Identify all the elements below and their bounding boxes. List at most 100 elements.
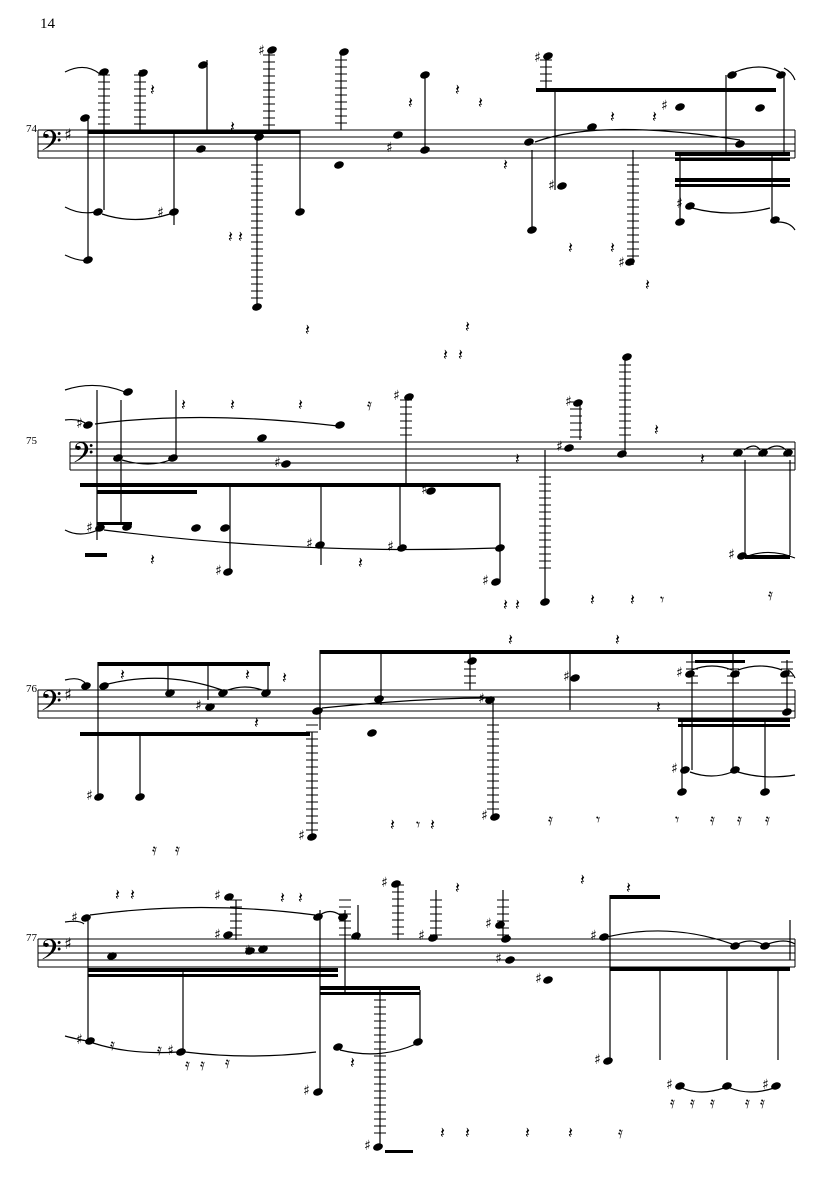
rest-icon: 𝄽 [298,888,303,907]
rest-icon: 𝄽 [568,1123,573,1142]
rest-icon: 𝄽 [590,590,595,609]
rest-icon: 𝄽 [455,80,460,99]
sharp-icon: ♯ [563,669,570,685]
rests: 𝄽 𝄽 𝄽 𝄽 𝄽 𝄽 𝄽 𝄽 𝄽 𝄽 𝄽 𝄽 𝄽 𝄽 𝄽 𝄽 𝄽 [150,80,657,364]
rest-icon: 𝄿 [760,1093,765,1112]
rest-icon: 𝄽 [580,870,585,889]
staff-system-4: 𝄢 ♯ [37,870,796,1154]
sharp-icon: ♯ [421,482,428,498]
sharp-icon: ♯ [258,43,265,59]
sharp-icon: ♯ [306,536,313,552]
sharp-icon: ♯ [86,788,93,804]
rest-icon: 𝄽 [298,395,303,414]
sharp-icon: ♯ [195,698,202,714]
sharp-icon: ♯ [167,1043,174,1059]
sharp-icon: ♯ [590,928,597,944]
noteheads [81,880,781,1153]
rest-icon: 𝄽 [652,107,657,126]
rests: 𝄽 𝄽 𝄽 𝄽 𝄽 𝄽 𝄽 𝄽 𝄾 𝄽 𝄿 𝄾 𝄾 𝄿 𝄿 𝄿 𝄿 𝄿 [120,630,770,859]
rest-icon: 𝄽 [515,595,520,614]
rest-icon: 𝄽 [440,1123,445,1142]
rest-icon: 𝄾 [416,815,420,834]
rest-icon: 𝄽 [358,553,363,572]
sharp-icon: ♯ [478,691,485,707]
staff-lines [37,689,796,719]
sharp-icon: ♯ [481,808,488,824]
sharp-icon: ♯ [661,98,668,114]
system-3: 76 𝄢 ♯ [0,620,835,860]
rest-icon: 𝄽 [700,449,705,468]
beams [88,88,790,187]
rests: 𝄽 𝄽 𝄽 𝄽 𝄽 𝄽 𝄽 𝄿 𝄿 𝄿 𝄿 𝄿 𝄽 𝄿 𝄿 𝄿 𝄿 𝄿 𝄽 𝄽 … [110,870,765,1142]
sharp-icon: ♯ [671,761,678,777]
accidentals: ♯ ♯ ♯ ♯ ♯ ♯ ♯ ♯ ♯ ♯ ♯ ♯ ♯ ♯ ♯ ♯ ♯ [71,875,769,1154]
rest-icon: 𝄽 [120,665,125,684]
rest-icon: 𝄽 [443,345,448,364]
rest-icon: 𝄽 [115,885,120,904]
bass-clef-icon: 𝄢 [40,934,62,974]
rest-icon: 𝄽 [390,815,395,834]
accidentals: ♯ ♯ ♯ ♯ ♯ ♯ ♯ ♯ [86,665,683,844]
measure-number: 76 [26,683,37,695]
rest-icon: 𝄽 [458,345,463,364]
rest-icon: 𝄽 [465,317,470,336]
rest-icon: 𝄽 [515,449,520,468]
rest-icon: 𝄽 [230,395,235,414]
rest-icon: 𝄽 [626,878,631,897]
rest-icon: 𝄽 [181,395,186,414]
accidentals: ♯ ♯ ♯ ♯ ♯ ♯ ♯ ♯ [157,43,683,271]
rest-icon: 𝄽 [245,665,250,684]
ties [64,384,796,559]
rest-icon: 𝄽 [238,227,243,246]
sharp-icon: ♯ [556,439,563,455]
rest-icon: 𝄽 [465,1123,470,1142]
rest-icon: 𝄽 [228,227,233,246]
rests: 𝄽 𝄽 𝄽 𝄿 𝄽 𝄽 𝄽 𝄽 𝄽 𝄽 𝄽 𝄽 𝄽 𝄾 𝄿 [150,395,773,614]
system-1: 74 𝄢 ♯ [0,0,835,364]
ties [64,665,796,778]
rest-icon: 𝄽 [525,1123,530,1142]
ties [64,906,796,1093]
rest-icon: 𝄾 [660,590,664,609]
rest-icon: 𝄽 [478,93,483,112]
sharp-icon: ♯ [534,50,541,66]
system-4: 77 𝄢 ♯ [0,860,835,1181]
rest-icon: 𝄿 [225,1053,230,1072]
bass-clef-icon: 𝄢 [40,125,62,165]
noteheads [80,46,786,311]
noteheads [81,657,792,841]
accidentals: ♯ ♯ ♯ ♯ ♯ ♯ ♯ ♯ ♯ ♯ ♯ ♯ [76,388,735,589]
rest-icon: 𝄿 [710,810,715,829]
rest-icon: 𝄾 [596,810,600,829]
rest-icon: 𝄽 [305,320,310,339]
sharp-icon: ♯ [565,394,572,410]
sharp-icon: ♯ [157,205,164,221]
sharp-icon: ♯ [214,927,221,943]
sharp-icon: ♯ [364,1138,371,1154]
staff-system-1: 𝄢 ♯ [37,43,796,364]
beams [80,650,790,736]
sharp-icon: ♯ [387,539,394,555]
beams [88,895,790,995]
rest-icon: 𝄽 [630,590,635,609]
rest-icon: 𝄿 [548,810,553,829]
sharp-icon: ♯ [535,971,542,987]
sharp-icon: ♯ [71,910,78,926]
page-number: 14 [40,16,55,32]
rest-icon: 𝄽 [610,238,615,257]
rest-icon: 𝄽 [280,888,285,907]
sharp-icon: ♯ [594,1052,601,1068]
sharp-icon: ♯ [762,1077,769,1093]
sharp-icon: ♯ [298,828,305,844]
rest-icon: 𝄿 [745,1093,750,1112]
stems [87,885,791,1145]
rest-icon: 𝄽 [350,1053,355,1072]
rest-icon: 𝄽 [150,550,155,569]
rest-icon: 𝄽 [568,238,573,257]
rest-icon: 𝄿 [175,840,180,859]
stems [96,360,791,600]
rest-icon: 𝄿 [765,810,770,829]
rest-icon: 𝄿 [152,840,157,859]
measure-number: 77 [26,932,37,944]
sharp-icon: ♯ [676,196,683,212]
